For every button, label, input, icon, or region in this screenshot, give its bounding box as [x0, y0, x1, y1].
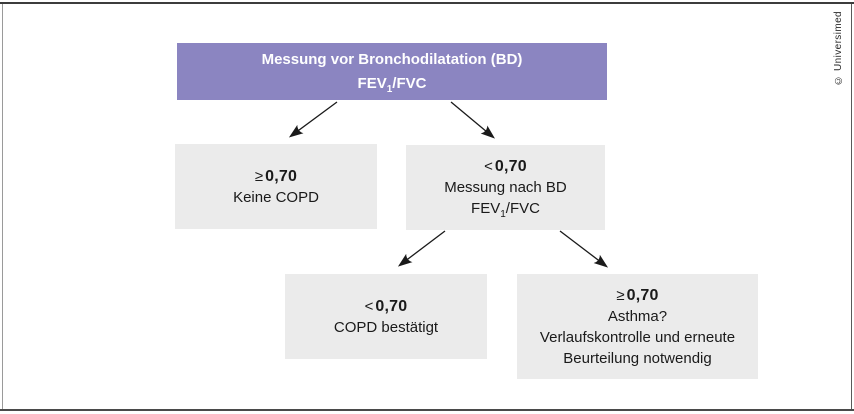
ratio-value-line: <0,70: [364, 297, 408, 315]
header-line1: Messung vor Bronchodilatation (BD): [261, 50, 523, 68]
header-box-messung-vor-bd: Messung vor Bronchodilatation (BD) FEV1/…: [177, 43, 607, 100]
header-fev-fvc-label: FEV1/FVC: [357, 74, 427, 95]
box-keine-copd: ≥0,70 Keine COPD: [175, 144, 377, 229]
arrow-header-to-messung-bd: [450, 101, 495, 139]
ratio-value-line: <0,70: [484, 158, 527, 175]
box-copd-bestaetigt: <0,70 COPD bestätigt: [285, 274, 487, 359]
arrow-header-to-keine-copd: [288, 101, 338, 138]
frame-left-line: [2, 4, 3, 409]
frame-right-line: [851, 4, 852, 409]
box-asthma-verlaufskontrolle: ≥0,70 Asthma? Verlaufskontrolle und erne…: [517, 274, 758, 379]
box-label: COPD bestätigt: [333, 318, 439, 336]
arrow-messung-to-copd-best: [397, 230, 446, 267]
box-messung-nach-bd: <0,70 Messung nach BD FEV1/FVC: [406, 145, 605, 230]
arrow-messung-to-asthma: [559, 230, 609, 268]
box-label: Messung nach BD: [444, 179, 567, 196]
fev-fvc-label: FEV1/FVC: [471, 200, 540, 220]
ratio-value-line: ≥0,70: [254, 167, 298, 185]
box-label: Asthma?: [607, 307, 668, 325]
frame-bottom-line: [0, 409, 854, 411]
box-label: Verlaufskontrolle und erneute: [539, 328, 736, 346]
box-label: Beurteilung notwendig: [563, 349, 712, 367]
box-label: Keine COPD: [233, 188, 319, 206]
frame-top-line: [0, 2, 854, 4]
ratio-value-line: ≥0,70: [616, 286, 659, 304]
credit-vertical-text: © Universimed: [833, 11, 844, 86]
